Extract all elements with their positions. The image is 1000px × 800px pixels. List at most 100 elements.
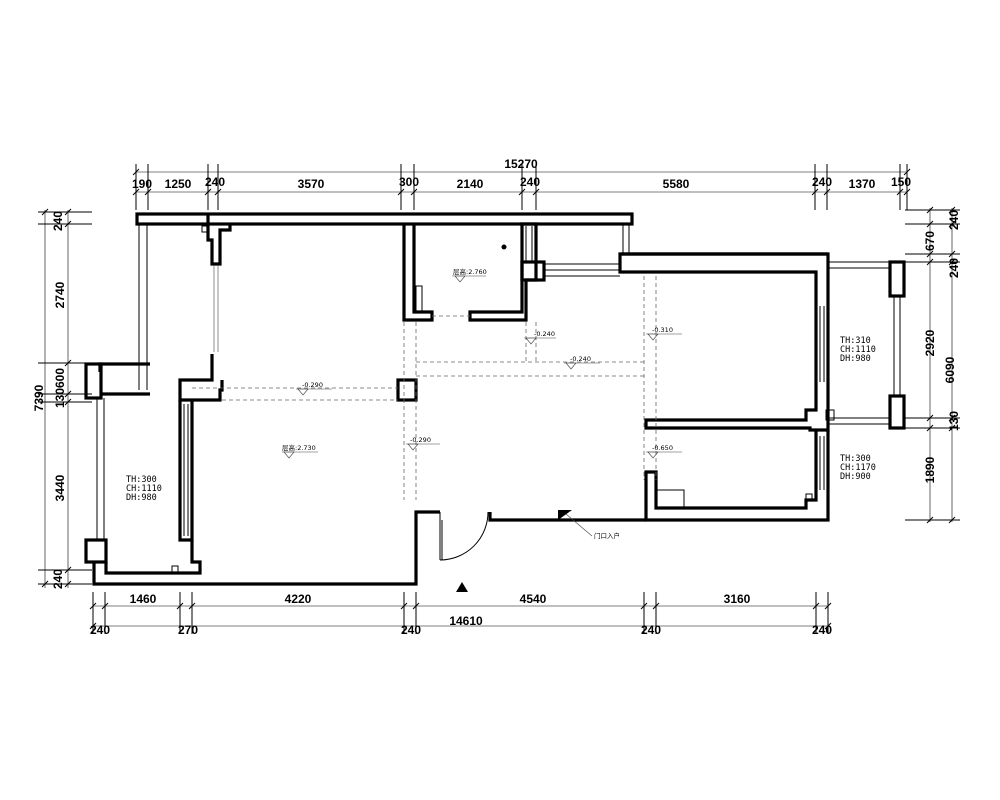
dim-left-slash: [64, 359, 72, 367]
dim-bottom-r2-2: 270: [178, 623, 198, 637]
dim-bottom-slash: [812, 602, 820, 610]
dim-right-inner-2: 2920: [923, 329, 937, 356]
svg-text:CH:1110: CH:1110: [126, 484, 162, 494]
dim-top-slash: [903, 168, 911, 176]
level-living-ceiling: 层高:2.730: [282, 443, 318, 459]
window-note-right-top: TH:310 CH:1110 DH:980: [840, 336, 876, 364]
dim-bottom-r2-3: 240: [401, 623, 421, 637]
dim-bottom-r2-1: 240: [90, 623, 110, 637]
dim-left-slash: [64, 580, 72, 588]
dim-top-slash: [132, 168, 140, 176]
level-kitchen: 层高:2.760: [452, 267, 487, 283]
drain-dot-icon: [501, 244, 507, 250]
dim-bottom-slash: [101, 602, 109, 610]
dim-right-slash: [948, 258, 956, 266]
svg-text:DH:900: DH:900: [840, 472, 871, 482]
top-dimensions: 15270 190 1250 240 3570 300 2140 240 558…: [132, 157, 911, 210]
svg-text:DH:980: DH:980: [840, 354, 871, 364]
dim-left-slash: [64, 390, 72, 398]
dim-top-slash: [532, 188, 540, 196]
dim-right-slash: [926, 424, 934, 432]
dim-top-slash: [214, 188, 222, 196]
dim-top-10: 1370: [849, 177, 876, 191]
dim-top-slash: [144, 188, 152, 196]
dim-bottom-slash: [652, 602, 660, 610]
dim-left-6: 240: [51, 569, 65, 589]
svg-text:-0.290: -0.290: [302, 381, 323, 389]
bottom-dimensions: 1460 4220 4540 3160 14610 240 270 240 24…: [89, 592, 832, 637]
svg-text:TH:310: TH:310: [840, 336, 871, 346]
dim-top-slash: [397, 188, 405, 196]
dim-top-5: 300: [399, 175, 419, 189]
dim-top-3: 240: [205, 175, 225, 189]
wall-left-room: [98, 362, 150, 396]
level-corridor: -0.240: [564, 355, 600, 370]
svg-text:DH:980: DH:980: [126, 493, 157, 503]
top-beam: [135, 212, 634, 226]
dim-top-4: 3570: [298, 177, 325, 191]
dim-right-slash: [948, 220, 956, 228]
dim-top-8: 5580: [663, 177, 690, 191]
dim-bottom-slash: [412, 602, 420, 610]
column-center: [396, 378, 418, 402]
dim-left-slash: [41, 580, 49, 588]
balcony-post-bottom: [888, 394, 906, 430]
svg-text:层高:2.760: 层高:2.760: [453, 267, 487, 276]
entry-arrow-icon: [456, 582, 468, 592]
dim-right-outer-1: 240: [947, 210, 961, 230]
dim-bottom-slash: [640, 602, 648, 610]
left-dimensions: 7390 240 2740 600 130 3440 240: [32, 208, 92, 589]
dim-left-slash: [64, 398, 72, 406]
dim-left-3: 600: [53, 368, 67, 388]
ceiling-lines: [192, 276, 657, 500]
dim-left-total: 7390: [32, 384, 46, 411]
window-note-left: TH:300 CH:1110 DH:980: [126, 475, 162, 503]
level-mid-right: -0.310: [646, 326, 682, 341]
window-post-left-top: [84, 362, 103, 400]
dim-left-2: 2740: [53, 281, 67, 308]
dim-top-2: 1250: [165, 177, 192, 191]
dim-top-slash: [132, 188, 140, 196]
dim-bottom-slash: [188, 602, 196, 610]
dim-top-6: 2140: [457, 177, 484, 191]
svg-text:-0.240: -0.240: [570, 355, 591, 363]
dim-left-slash: [64, 220, 72, 228]
dim-right-slash: [948, 250, 956, 258]
dim-left-slash: [41, 208, 49, 216]
dim-top-slash: [811, 188, 819, 196]
level-markers: 层高:2.760 -0.240 -0.240 -0.310 -0.290 -0.…: [282, 267, 682, 459]
dim-bottom-1: 1460: [130, 592, 157, 606]
dim-right-slash: [926, 258, 934, 266]
dim-top-slash: [896, 188, 904, 196]
dim-top-11: 150: [891, 175, 911, 189]
svg-text:层高:2.730: 层高:2.730: [282, 443, 316, 452]
dim-bottom-r2-4: 240: [641, 623, 661, 637]
partition-left: [206, 214, 232, 266]
window-note-right-bottom: TH:300 CH:1170 DH:900: [840, 454, 876, 482]
dim-right-slash: [926, 250, 934, 258]
dim-bottom-slash: [824, 602, 832, 610]
dim-bottom-total: 14610: [449, 614, 483, 628]
dim-top-9: 240: [812, 175, 832, 189]
dim-left-5: 3440: [53, 474, 67, 501]
dim-bottom-slash: [824, 622, 832, 630]
dim-right-slash: [948, 414, 956, 422]
svg-text:-0.290: -0.290: [410, 436, 431, 444]
dim-right-slash: [948, 516, 956, 524]
level-living-mid: -0.290: [406, 436, 440, 451]
right-dimensions: 240 240 6090 130 670 2920 1890: [905, 206, 961, 524]
dim-top-1: 190: [132, 177, 152, 191]
dim-left-slash: [64, 208, 72, 216]
dim-bottom-slash: [400, 602, 408, 610]
dim-right-slash: [948, 206, 956, 214]
svg-text:-0.310: -0.310: [652, 326, 673, 334]
window-post-left-bottom: [84, 538, 108, 564]
svg-text:-0.650: -0.650: [652, 444, 673, 452]
dim-bottom-slash: [89, 602, 97, 610]
svg-text:TH:300: TH:300: [126, 475, 157, 485]
dim-top-slash: [903, 188, 911, 196]
dim-right-slash: [926, 220, 934, 228]
dim-right-outer-3: 6090: [943, 356, 957, 383]
level-living-top: -0.290: [296, 381, 332, 396]
